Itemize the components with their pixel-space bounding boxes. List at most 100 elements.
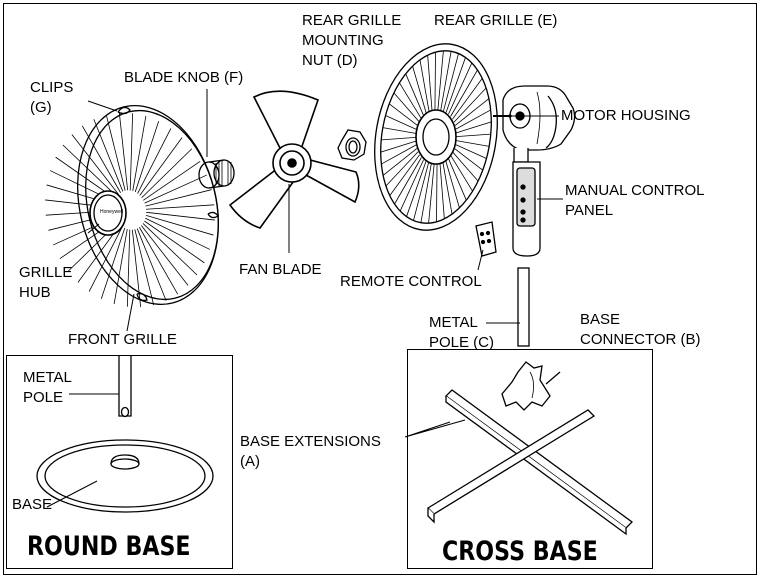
motor-housing-label: MOTOR HOUSING	[561, 107, 691, 124]
grille-spoke	[394, 157, 422, 205]
grille-spoke	[393, 92, 421, 124]
grille-spoke	[440, 51, 452, 111]
grille-spoke	[136, 228, 167, 301]
grille-spoke	[447, 156, 467, 201]
grille-spoke	[62, 144, 118, 197]
grille-spoke	[399, 82, 423, 120]
grille-spoke	[93, 119, 124, 192]
grille-spoke	[412, 65, 428, 115]
grille-spoke	[144, 220, 205, 264]
grille-spoke	[381, 136, 416, 141]
grille-spoke	[444, 159, 460, 209]
grille-spoke	[454, 98, 490, 126]
grille-spoke	[405, 73, 425, 118]
grille-spoke	[406, 161, 427, 217]
grille-spoke	[451, 150, 479, 182]
cross-base-inset: CROSS BASE	[407, 349, 653, 569]
grille-spoke	[144, 174, 207, 204]
grille-spoke	[452, 78, 483, 120]
fan-blade	[228, 90, 360, 229]
grille-spoke	[132, 115, 147, 192]
grille-spoke	[139, 137, 183, 196]
grille-spoke	[382, 127, 417, 134]
grille-spoke	[437, 50, 444, 111]
grille-spoke	[427, 55, 433, 112]
grille-spoke	[456, 133, 491, 138]
blade-knob-label: BLADE KNOB (F)	[124, 69, 244, 86]
grille-spoke	[134, 229, 155, 306]
grille-spoke	[382, 148, 418, 176]
grille-spoke	[137, 128, 172, 194]
grille-spoke	[439, 162, 445, 219]
rear-grille	[374, 43, 498, 231]
grille-spoke	[455, 109, 491, 130]
grille-spoke	[142, 223, 198, 276]
clip-top	[117, 106, 131, 115]
grille-spoke	[145, 217, 211, 250]
grille-spoke	[442, 161, 453, 215]
grille-spoke	[428, 163, 435, 224]
grille-spoke	[71, 134, 119, 195]
grille-spoke	[389, 154, 420, 196]
grille-spoke	[141, 148, 193, 199]
grille-spoke	[448, 62, 473, 115]
grille-spoke	[129, 113, 134, 191]
grille-spoke	[81, 125, 121, 193]
rear-grille-mounting-nut-label: REAR GRILLE MOUNTING NUT (D)	[302, 12, 402, 69]
front-grille: Honeywell	[45, 104, 220, 308]
grille-spoke	[380, 140, 416, 153]
clips-label: CLIPS(G)	[30, 79, 74, 116]
grille-spoke	[146, 204, 215, 210]
grille-spoke	[420, 163, 432, 223]
cross-base-illustration	[426, 361, 633, 536]
grille-spoke	[143, 160, 201, 201]
cross-base-caption: CROSS BASE	[442, 536, 598, 567]
grille-spoke	[445, 57, 466, 113]
clip-right	[207, 211, 219, 219]
grille-spoke	[449, 154, 473, 192]
clip-bottom	[136, 292, 148, 302]
grille-spoke	[134, 121, 160, 193]
grille-spoke	[388, 103, 419, 127]
brand-mark: Honeywell	[100, 209, 123, 215]
grille-spoke	[100, 227, 126, 299]
grille-spoke	[453, 147, 484, 171]
round-base-caption: ROUND BASE	[27, 531, 191, 562]
grille-spoke	[385, 115, 418, 131]
front-grille-label: FRONT GRILLE	[68, 331, 177, 348]
grille-spoke	[105, 114, 126, 191]
grille-spoke	[454, 143, 487, 159]
metal-pole-c	[517, 267, 530, 347]
grille-spoke	[141, 225, 189, 286]
grille-spoke	[126, 229, 131, 307]
grille-spoke	[450, 69, 478, 117]
blade-knob	[198, 159, 235, 189]
grille-spoke	[88, 226, 123, 292]
motor-housing	[493, 85, 576, 257]
base-extensions-label: BASE EXTENSIONS(A)	[240, 433, 381, 470]
grille-spoke	[118, 112, 129, 191]
round-base-illustration	[36, 356, 214, 513]
grille-spoke	[145, 214, 214, 236]
grille-spoke	[146, 211, 215, 221]
grille-spoke	[456, 121, 492, 134]
grille-spoke	[434, 52, 436, 111]
grille-spoke	[443, 53, 459, 112]
rear-grille-mounting-nut	[337, 129, 367, 161]
grille-spoke	[145, 189, 212, 207]
leader-lines	[87, 89, 563, 438]
fan-blade-label: FAN BLADE	[239, 261, 322, 278]
grille-spoke	[399, 159, 424, 212]
grille-spoke	[113, 228, 128, 305]
remote-control-label: REMOTE CONTROL	[340, 273, 482, 290]
grille-spoke	[139, 227, 179, 295]
grille-spoke	[453, 87, 487, 123]
round-base-label: BASE	[12, 496, 53, 513]
grille-spoke	[385, 151, 419, 187]
